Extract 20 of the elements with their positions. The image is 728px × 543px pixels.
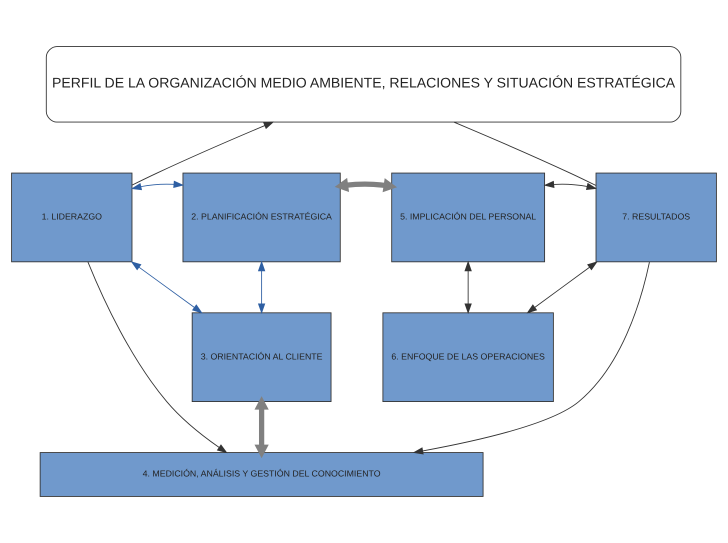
node-box: 6. ENFOQUE DE LAS OPERACIONES (382, 312, 554, 402)
arrow (87, 262, 228, 454)
arrow (526, 261, 598, 314)
node-box: 2. PLANIFICACIÓN ESTRATÉGICA (182, 172, 341, 262)
connector (454, 122, 596, 186)
arrow (464, 260, 472, 314)
node-box: 1. LIDERAZGO (11, 172, 132, 262)
arrow (412, 262, 650, 454)
arrow (258, 260, 266, 314)
arrow (254, 396, 269, 458)
arrow (334, 178, 398, 192)
node-box: PERFIL DE LA ORGANIZACIÓN MEDIO AMBIENTE, RELACIONES Y SITUACIÓN ESTRATÉGICA (46, 46, 682, 123)
arrow (130, 261, 203, 314)
arrow (132, 122, 274, 186)
arrow (544, 180, 598, 190)
arrow (130, 180, 184, 190)
node-box: 4. MEDICIÓN, ANÁLISIS Y GESTIÓN DEL CONOCIMIENTO (40, 452, 484, 497)
node-box: 7. RESULTADOS (596, 172, 717, 262)
node-box: 3. ORIENTACIÓN AL CLIENTE (192, 312, 332, 402)
node-box: 5. IMPLICACIÓN DEL PERSONAL (391, 172, 546, 262)
